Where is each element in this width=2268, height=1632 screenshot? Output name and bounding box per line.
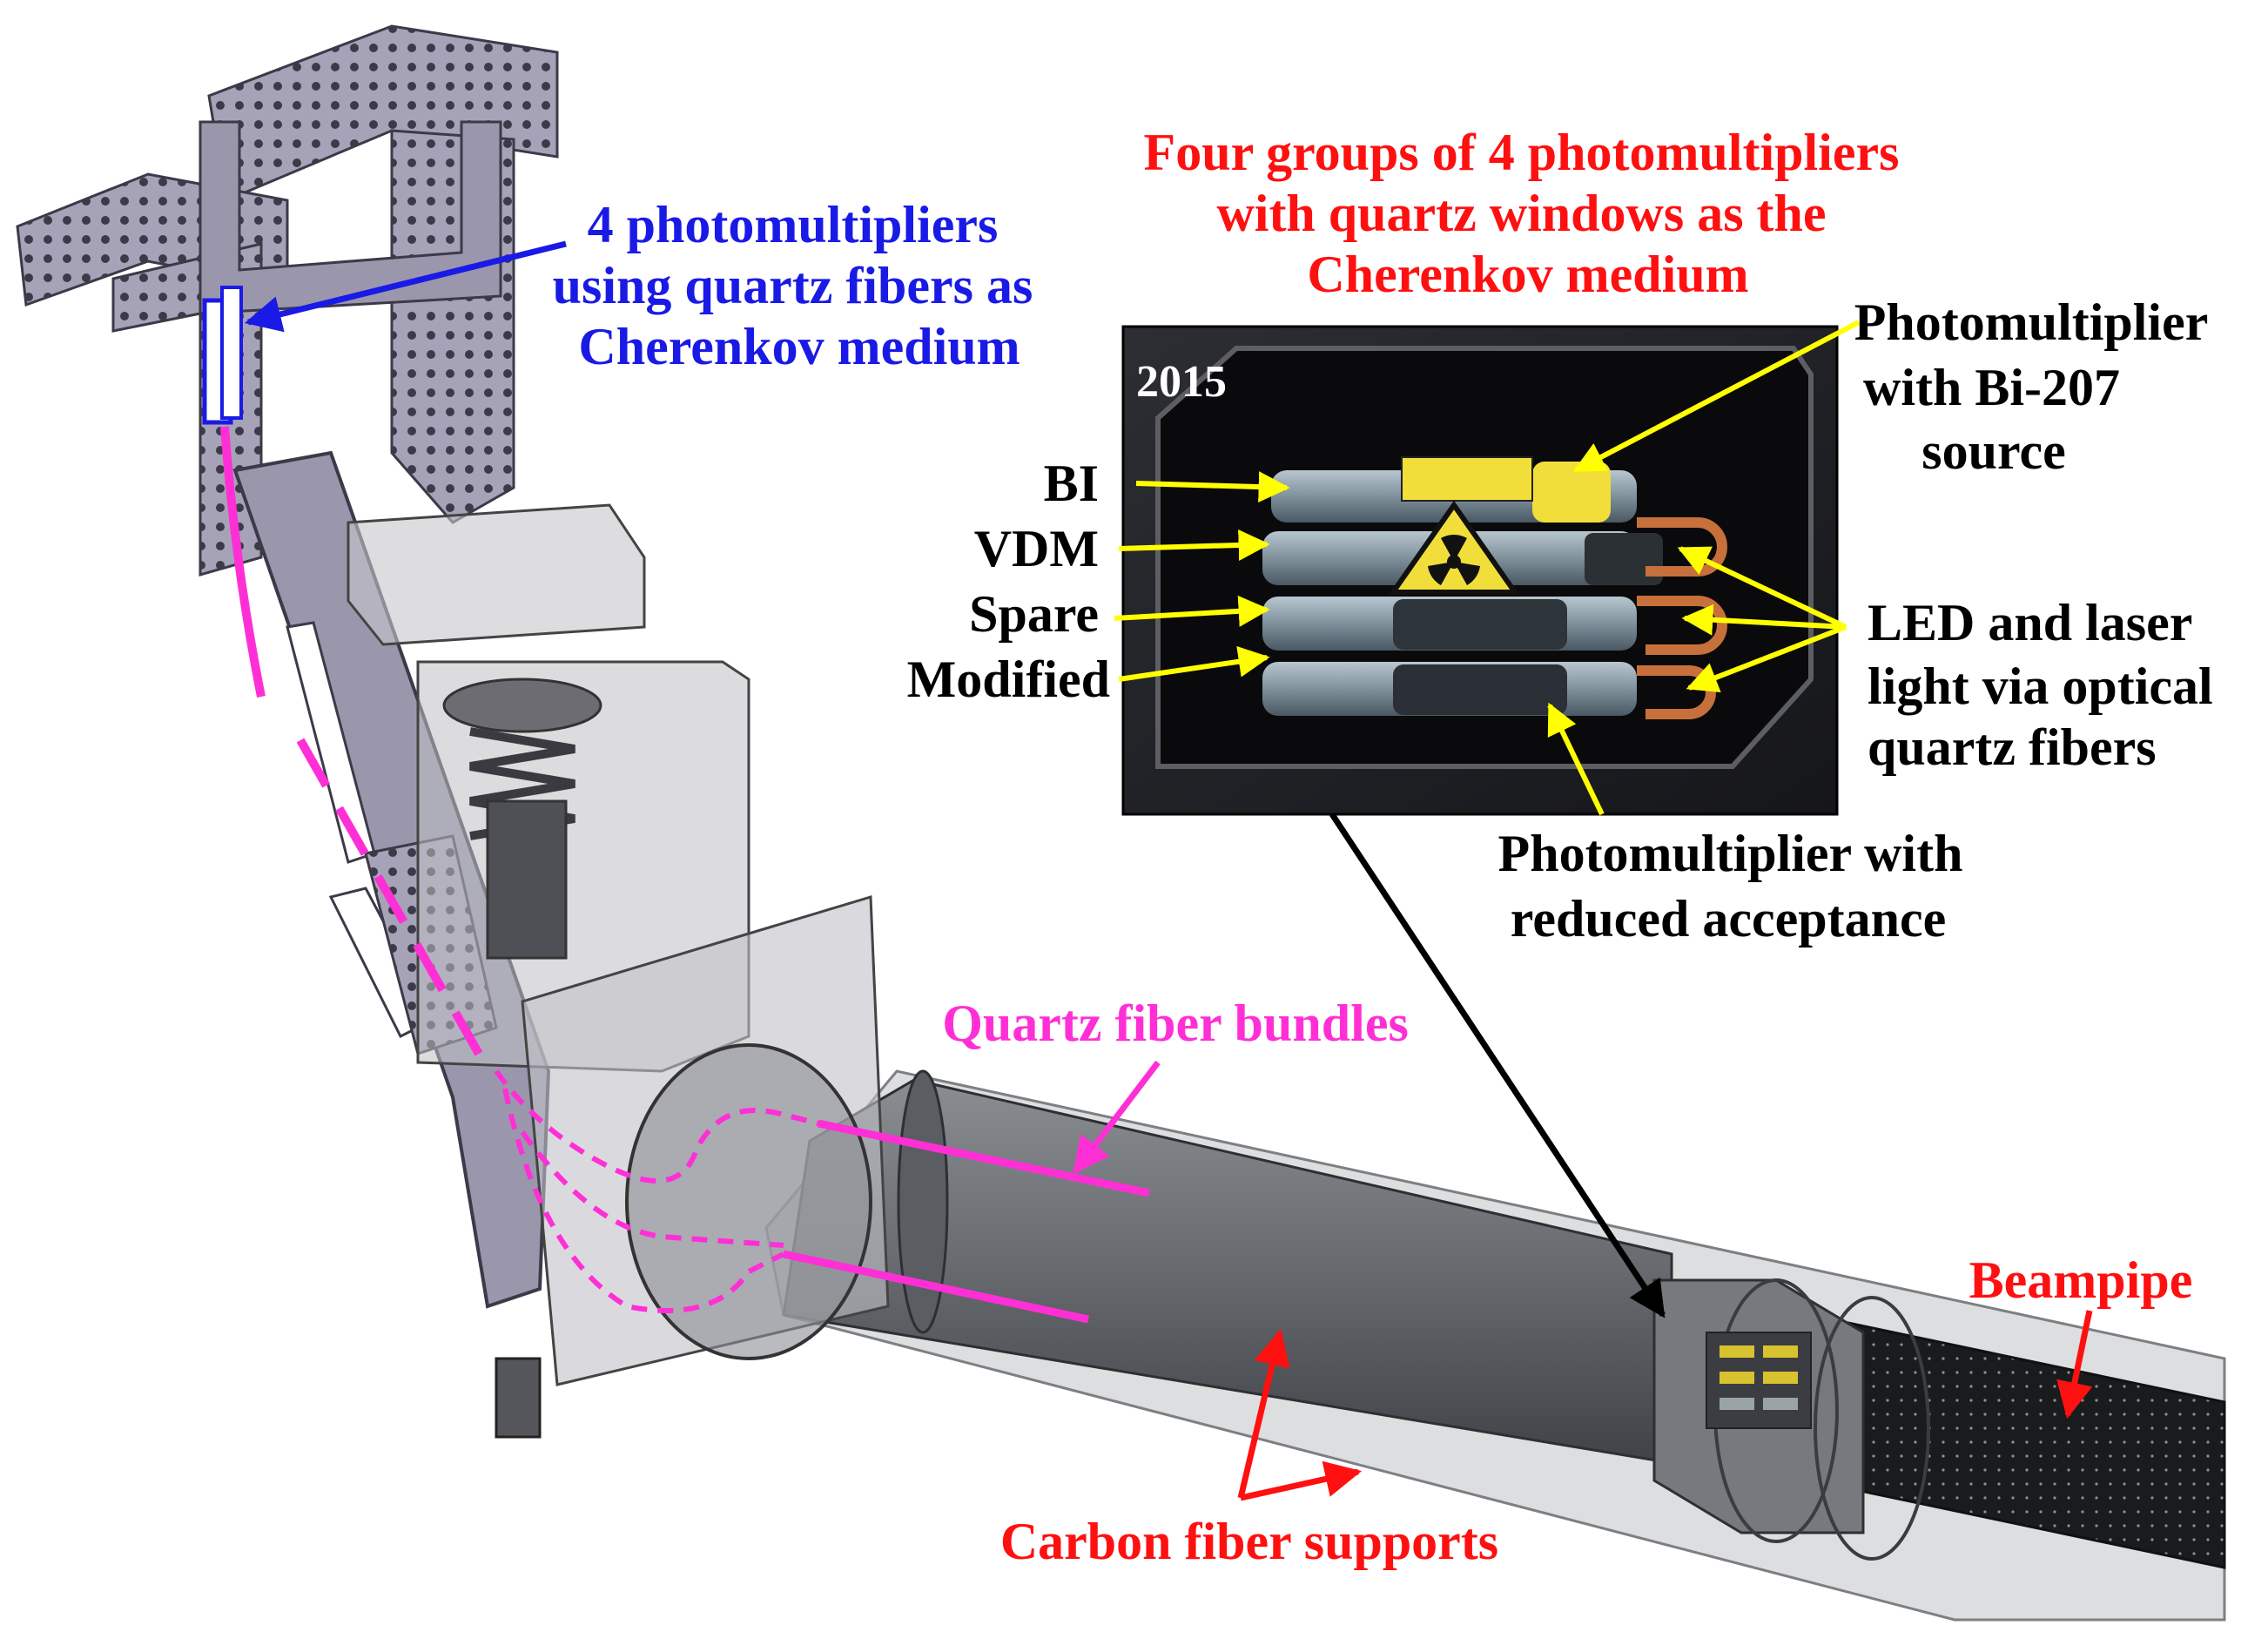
housing-pmt-cap xyxy=(1763,1398,1798,1410)
fiber-pmt-window xyxy=(202,286,243,425)
actuator xyxy=(486,799,568,960)
spring xyxy=(469,727,575,840)
pmt-row-modified xyxy=(1262,662,1637,716)
arrow-reduced xyxy=(1547,702,1605,816)
reduced-acceptance-label: Photomultiplier with reduced acceptance xyxy=(1498,825,1976,948)
fiber-dashed-loop-3 xyxy=(520,1130,784,1248)
arrow-led-3 xyxy=(1686,624,1847,693)
row-label-bi: BI xyxy=(1044,455,1099,512)
inset-photo: 2015 xyxy=(1121,325,1839,816)
fiber-solid-upper xyxy=(220,426,266,698)
row-label-vdm: VDM xyxy=(974,520,1099,577)
housing-pmt-cap xyxy=(1720,1372,1754,1384)
row-label-modified: Modified xyxy=(907,651,1110,708)
beam-pipe-assembly xyxy=(764,1069,2226,1622)
quartz-bundles-label: Quartz fiber bundles xyxy=(942,995,1409,1052)
arrow-spare xyxy=(1114,595,1270,627)
quartz-fibers xyxy=(220,426,1150,1324)
blue-label: 4 photomultipliers using quartz fibers a… xyxy=(553,196,1047,375)
carbon-label: Carbon fiber supports xyxy=(1000,1513,1498,1570)
housing-pmt-cap xyxy=(1763,1345,1798,1358)
support-frame xyxy=(16,24,890,1439)
pmt-row-spare xyxy=(1262,597,1637,651)
flange-ring xyxy=(625,1043,872,1360)
arrow-vdm xyxy=(1118,529,1270,561)
magenta-arrow xyxy=(1073,1060,1161,1175)
row-label-spare: Spare xyxy=(969,585,1099,643)
arrow-modified xyxy=(1118,645,1270,682)
fiber-dashed-truss xyxy=(296,738,483,1056)
beampipe-label: Beampipe xyxy=(1969,1251,2193,1309)
labels: 4 photomultipliers using quartz fibers a… xyxy=(553,124,2226,1570)
carbon-arrow-2 xyxy=(1240,1460,1363,1501)
housing-pmt-cap xyxy=(1763,1372,1798,1384)
arrow-led-1 xyxy=(1677,546,1847,630)
beampipe-arrow xyxy=(2056,1310,2093,1420)
radiation-trefoil-icon xyxy=(1388,456,1533,595)
arrow-bi xyxy=(1135,471,1290,503)
arrows xyxy=(244,240,2093,1501)
photo-year: 2015 xyxy=(1136,357,1227,407)
spring-cap xyxy=(442,678,602,733)
central-box xyxy=(347,503,646,646)
red-groups-label: Four groups of 4 photomultipliers with q… xyxy=(1144,124,1913,303)
arrow-led-2 xyxy=(1681,604,1847,636)
black-arrow xyxy=(1329,813,1666,1318)
housing-pmt-cap xyxy=(1720,1345,1754,1358)
fiber-dashed-loop-2 xyxy=(502,1088,785,1313)
arrow-pmt-source xyxy=(1572,320,1861,473)
housing-ring-2 xyxy=(1814,1296,1930,1561)
foot-bracket xyxy=(495,1357,542,1439)
pmt-source-label: Photomultiplier with Bi-207 source xyxy=(1854,293,2221,480)
tube-ring xyxy=(897,1069,949,1334)
carbon-arrow-1 xyxy=(1237,1328,1290,1499)
housing-pmt-cap xyxy=(1720,1398,1754,1410)
led-laser-label: LED and laser light via optical quartz f… xyxy=(1868,594,2226,776)
fiber-bundle-upper xyxy=(818,1119,1150,1197)
blue-arrow xyxy=(244,240,567,333)
fiber-bundle-lower xyxy=(783,1250,1089,1324)
